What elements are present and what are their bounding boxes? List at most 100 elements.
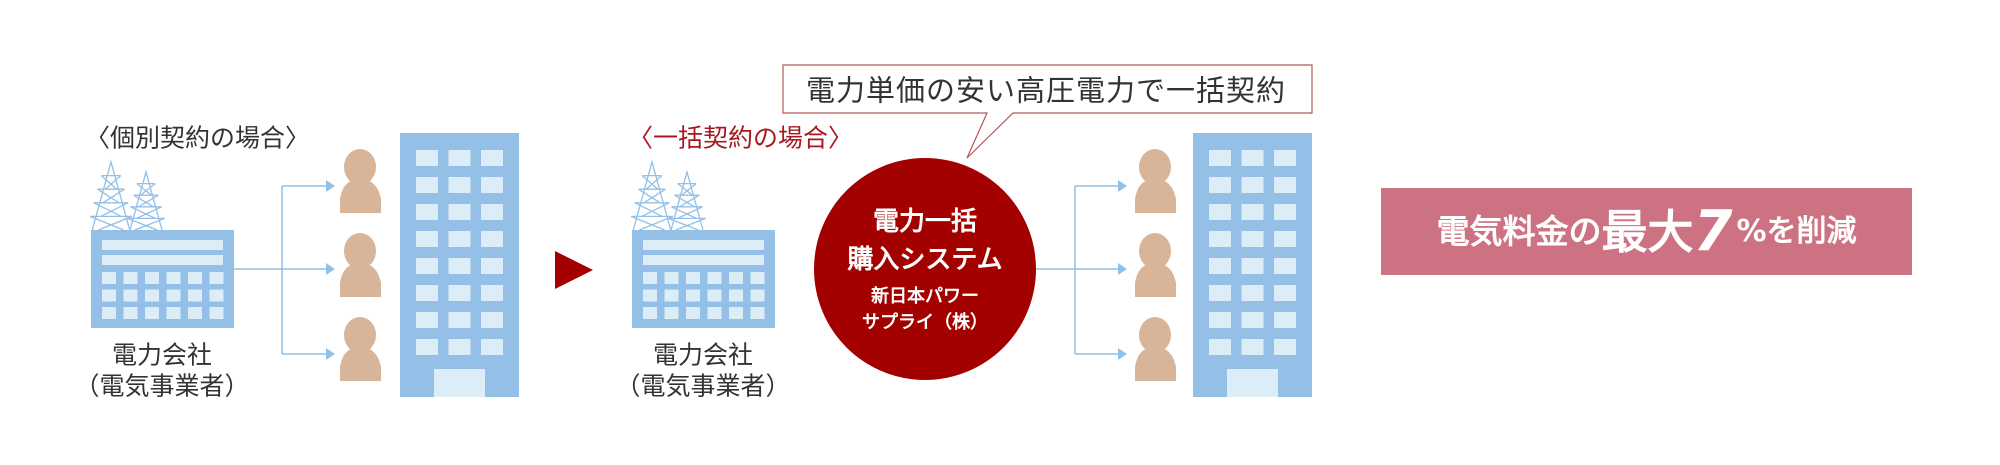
plant-window bbox=[664, 307, 679, 319]
savings-text-prefix: 電気料金の bbox=[1436, 212, 1602, 251]
tenant-person-icon bbox=[1135, 317, 1176, 381]
plant-window bbox=[145, 272, 159, 284]
tower-brace bbox=[630, 215, 665, 231]
tower-brace bbox=[679, 194, 700, 208]
building-entrance bbox=[1227, 369, 1278, 397]
plant-window bbox=[123, 289, 138, 302]
tower-brace bbox=[100, 202, 129, 217]
plant-window bbox=[166, 289, 181, 302]
plant-window bbox=[664, 272, 679, 284]
person-body bbox=[1135, 263, 1176, 297]
provider-name-line1: 新日本パワー bbox=[871, 286, 979, 307]
tower-brace bbox=[98, 215, 133, 231]
plant-window bbox=[123, 307, 138, 319]
plant-window bbox=[188, 289, 202, 302]
person-head bbox=[1139, 149, 1171, 185]
plant-window bbox=[750, 272, 765, 284]
arrow-head-icon bbox=[326, 348, 335, 360]
person-body bbox=[340, 347, 381, 381]
savings-percent-value: 7 bbox=[1693, 198, 1733, 264]
building-window bbox=[1209, 177, 1231, 193]
plant-stripe bbox=[643, 240, 764, 250]
building-window bbox=[416, 150, 438, 166]
plant-window bbox=[209, 289, 224, 302]
tower-brace bbox=[634, 202, 663, 217]
tower-brace bbox=[645, 175, 663, 190]
building-window bbox=[416, 231, 438, 247]
tower-brace bbox=[134, 217, 165, 231]
callout-text: 電力単価の安い高圧電力で一括契約 bbox=[806, 73, 1287, 108]
tower-frame bbox=[91, 159, 131, 231]
bulk-contract-title: 〈一括契約の場合〉 bbox=[628, 123, 854, 153]
building-window bbox=[1241, 339, 1264, 355]
building-window bbox=[416, 339, 438, 355]
plant-window bbox=[729, 272, 743, 284]
plant-window bbox=[166, 307, 181, 319]
building-window bbox=[448, 312, 471, 328]
building-window bbox=[416, 258, 438, 274]
arrow-head-icon bbox=[326, 180, 335, 192]
plant-window bbox=[664, 289, 679, 302]
individual-contract-graphic bbox=[89, 133, 519, 397]
building-window bbox=[481, 285, 503, 301]
power-company-sublabel: （電気事業者） bbox=[74, 371, 250, 401]
tower-brace bbox=[93, 202, 122, 217]
building-window bbox=[448, 285, 471, 301]
plant-window bbox=[145, 307, 159, 319]
plant-window bbox=[729, 307, 743, 319]
system-name-line2: 購入システム bbox=[847, 245, 1003, 275]
arrow-head-icon bbox=[1118, 180, 1127, 192]
building-window bbox=[1241, 177, 1264, 193]
building-window bbox=[416, 312, 438, 328]
tower-frame bbox=[670, 169, 704, 231]
tower-brace bbox=[641, 202, 670, 217]
person-body bbox=[1135, 347, 1176, 381]
building-window bbox=[448, 204, 471, 220]
plant-window bbox=[686, 272, 700, 284]
building-window bbox=[1274, 258, 1296, 274]
tower-brace bbox=[643, 188, 666, 204]
building-window bbox=[1241, 204, 1264, 220]
building-window bbox=[481, 177, 503, 193]
tower-brace bbox=[104, 175, 122, 190]
tower-brace bbox=[97, 188, 120, 204]
plant-stripe bbox=[643, 255, 764, 265]
plant-window bbox=[707, 307, 722, 319]
building-window bbox=[1209, 285, 1231, 301]
savings-text-suffix: %を削減 bbox=[1736, 213, 1857, 249]
plant-window bbox=[707, 289, 722, 302]
person-body bbox=[1135, 179, 1176, 213]
tower-brace bbox=[677, 206, 703, 219]
building-window bbox=[1274, 285, 1296, 301]
distribution-arrows bbox=[234, 185, 327, 355]
person-head bbox=[1139, 233, 1171, 269]
power-plant-icon bbox=[630, 159, 775, 328]
building-window bbox=[448, 258, 471, 274]
building-window bbox=[1209, 339, 1231, 355]
plant-window bbox=[729, 289, 743, 302]
plant-stripe bbox=[102, 240, 223, 250]
building-window bbox=[1274, 177, 1296, 193]
tenant-person-icon bbox=[340, 233, 381, 297]
power-company-label: 電力会社 bbox=[111, 340, 212, 370]
arrow-head-icon bbox=[1118, 348, 1127, 360]
building-window bbox=[1241, 150, 1264, 166]
transmission-tower-icon bbox=[668, 169, 706, 231]
plant-window bbox=[209, 307, 224, 319]
plant-window bbox=[188, 272, 202, 284]
plant-window bbox=[686, 307, 700, 319]
distribution-arrows bbox=[1036, 185, 1119, 355]
tower-frame bbox=[129, 169, 163, 231]
transmission-tower-icon bbox=[89, 159, 133, 231]
plant-window bbox=[209, 272, 224, 284]
tower-brace bbox=[641, 175, 659, 190]
person-head bbox=[344, 233, 376, 269]
arrow-head-icon bbox=[326, 263, 335, 275]
building-window bbox=[1209, 258, 1231, 274]
tower-brace bbox=[674, 194, 695, 208]
plant-window bbox=[123, 272, 138, 284]
building-window bbox=[481, 231, 503, 247]
plant-stripe bbox=[102, 255, 223, 265]
building-window bbox=[1241, 258, 1264, 274]
